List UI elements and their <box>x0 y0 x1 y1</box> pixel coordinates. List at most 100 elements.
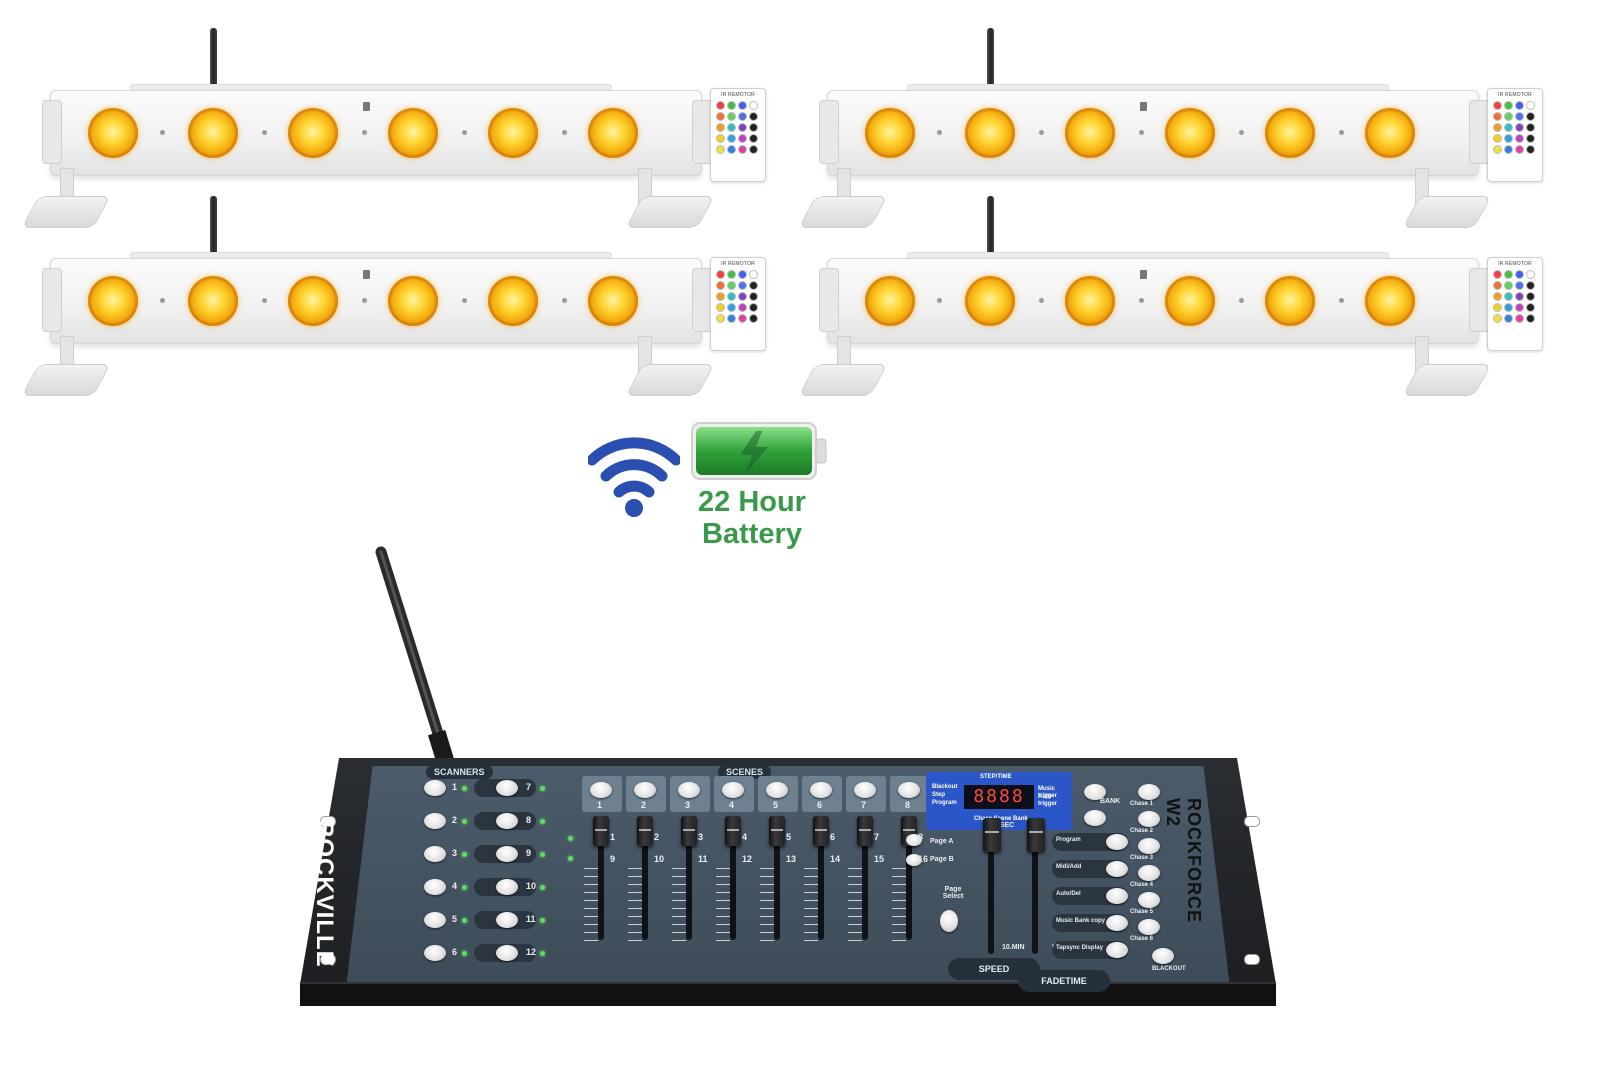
chase-button-2[interactable] <box>1138 811 1160 827</box>
channel-fader-knob[interactable] <box>857 816 873 846</box>
fader-tick <box>672 908 686 909</box>
scanner-number: 9 <box>526 848 532 858</box>
remote-button <box>1526 270 1535 279</box>
scanner-button-6[interactable] <box>424 945 446 961</box>
blackout-button[interactable] <box>1152 948 1174 964</box>
bank-up-button[interactable] <box>1084 784 1106 800</box>
scanner-button-9[interactable] <box>496 846 518 862</box>
fader-tick <box>672 940 686 941</box>
remote-button <box>1526 292 1535 301</box>
fader-tick <box>672 884 686 885</box>
scanner-button-4[interactable] <box>424 879 446 895</box>
remote-button-grid <box>1493 101 1537 154</box>
channel-fader-knob[interactable] <box>593 816 609 846</box>
fader-tick <box>760 932 774 933</box>
speed-fader-knob[interactable] <box>983 818 1001 852</box>
scanner-button-2[interactable] <box>424 813 446 829</box>
fixture-endcap <box>692 100 712 164</box>
scanner-number: 4 <box>452 881 458 891</box>
chase-button-3[interactable] <box>1138 838 1160 854</box>
page-select-button[interactable] <box>940 910 958 932</box>
scanner-led <box>540 885 545 890</box>
remote-button <box>727 292 736 301</box>
scanner-led <box>540 786 545 791</box>
scanner-button-12[interactable] <box>496 945 518 961</box>
function-button[interactable] <box>1106 834 1128 850</box>
fader-tick <box>848 892 862 893</box>
fader-tick <box>584 932 598 933</box>
remote-button <box>1493 112 1502 121</box>
channel-fader-knob[interactable] <box>769 816 785 846</box>
remote-button <box>727 145 736 154</box>
fader-tick <box>628 876 642 877</box>
fader-tick <box>584 892 598 893</box>
scene-button-2[interactable] <box>634 782 656 798</box>
scanner-button-11[interactable] <box>496 912 518 928</box>
fader-tick <box>672 932 686 933</box>
fixture-screw-dot <box>1239 130 1244 135</box>
page-a-button[interactable] <box>906 834 922 846</box>
fader-tick <box>848 868 862 869</box>
scanner-button-8[interactable] <box>496 813 518 829</box>
fader-tick <box>892 884 906 885</box>
remote-button <box>1515 270 1524 279</box>
channel-fader-knob[interactable] <box>813 816 829 846</box>
scanner-button-3[interactable] <box>424 846 446 862</box>
fader-tick <box>804 908 818 909</box>
chase-label: Chase 5 <box>1130 909 1154 915</box>
fader-tick <box>848 940 862 941</box>
scanner-button-7[interactable] <box>496 780 518 796</box>
scanner-led <box>462 852 467 857</box>
fader-slot <box>598 820 604 940</box>
chase-button-6[interactable] <box>1138 919 1160 935</box>
rack-screw <box>1244 816 1260 827</box>
channel-fader-knob[interactable] <box>725 816 741 846</box>
fixture-antenna <box>987 196 994 258</box>
scene-button-3[interactable] <box>678 782 700 798</box>
scene-button-1[interactable] <box>590 782 612 798</box>
scene-button-6[interactable] <box>810 782 832 798</box>
fader-tick <box>672 900 686 901</box>
scanner-led <box>462 918 467 923</box>
fadetime-fader-slot <box>1032 836 1038 954</box>
chase-label: Chase 3 <box>1130 855 1154 861</box>
channel-fader-knob[interactable] <box>637 816 653 846</box>
chase-button-5[interactable] <box>1138 892 1160 908</box>
led-lamp <box>288 276 338 326</box>
function-button[interactable] <box>1106 888 1128 904</box>
fader-tick <box>760 924 774 925</box>
function-button[interactable] <box>1106 861 1128 877</box>
led-lamp <box>388 108 438 158</box>
function-button[interactable] <box>1106 942 1128 958</box>
remote-button <box>1504 281 1513 290</box>
scene-button-8[interactable] <box>898 782 920 798</box>
remote-button <box>1526 101 1535 110</box>
bank-down-button[interactable] <box>1084 810 1106 826</box>
function-button[interactable] <box>1106 915 1128 931</box>
scanner-button-10[interactable] <box>496 879 518 895</box>
remote-button <box>749 145 758 154</box>
page-b-button[interactable] <box>906 854 922 866</box>
scene-button-5[interactable] <box>766 782 788 798</box>
scene-number: 7 <box>861 800 867 810</box>
chase-button-1[interactable] <box>1138 784 1160 800</box>
remote-button <box>738 145 747 154</box>
lcd-right-1: Music trigger <box>1038 786 1058 799</box>
scanner-button-1[interactable] <box>424 780 446 796</box>
scene-button-7[interactable] <box>854 782 876 798</box>
fadetime-fader-knob[interactable] <box>1027 818 1045 852</box>
fader-tick <box>892 900 906 901</box>
fixture-screw-dot <box>1239 298 1244 303</box>
channel-fader-knob[interactable] <box>681 816 697 846</box>
scanner-button-5[interactable] <box>424 912 446 928</box>
led-bar-fixture <box>797 196 1537 406</box>
remote-button <box>1493 314 1502 323</box>
chase-label: Chase 6 <box>1130 936 1154 942</box>
fader-slot <box>862 820 868 940</box>
scene-number: 2 <box>641 800 647 810</box>
fixture-foot <box>21 364 111 396</box>
chase-button-4[interactable] <box>1138 865 1160 881</box>
led-lamp <box>388 276 438 326</box>
scene-button-4[interactable] <box>722 782 744 798</box>
fader-tick <box>892 916 906 917</box>
